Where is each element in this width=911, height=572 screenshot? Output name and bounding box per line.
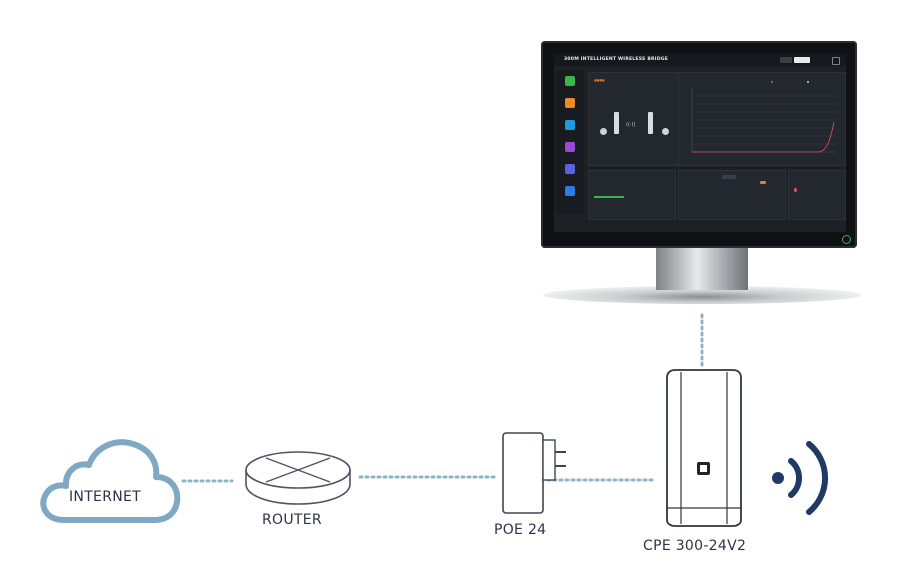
network-icon [565,120,575,130]
signal-bar [594,196,624,198]
monitor-stand [656,248,748,290]
router-label: ROUTER [262,512,322,528]
logout-icon [832,57,840,65]
wifi-signal-icon [772,441,828,515]
screen-pill-2 [794,57,810,63]
monitor-screen: 300M INTELLIGENT WIRELESS BRIDGE ■■■■ ((… [554,54,846,232]
left-device-icon [614,112,619,134]
home-icon [565,76,575,86]
throughput-chart [691,81,836,153]
screen-header [554,54,846,66]
screen-pill-1 [780,57,792,63]
mode-text: ■■■■ [594,78,605,82]
right-device-icon [648,112,653,134]
security-icon [565,164,575,174]
right-node-icon [662,128,669,135]
status-badge [760,181,766,184]
system-icon [565,186,575,196]
cpe-label: CPE 300-24V2 [643,538,747,554]
throughput-panel [678,72,846,166]
location-pin-icon [794,188,797,192]
location-panel [788,170,846,220]
screen-sidebar [556,70,584,214]
settings-icon [565,98,575,108]
internet-label: INTERNET [69,489,141,505]
cpe-device-icon [666,369,742,527]
signal-panel [588,170,676,220]
monitor-base [543,286,861,304]
link-waves-icon: ((·)) [626,122,636,128]
wireless-icon [565,142,575,152]
poe-label: POE 24 [494,522,547,538]
screen-title: 300M INTELLIGENT WIRELESS BRIDGE [564,57,669,62]
power-led-icon [842,235,851,244]
cloud-icon [40,439,181,523]
router-icon [245,451,351,505]
status-chip [722,175,736,179]
left-node-icon [600,128,607,135]
poe-adapter-icon [502,432,566,514]
